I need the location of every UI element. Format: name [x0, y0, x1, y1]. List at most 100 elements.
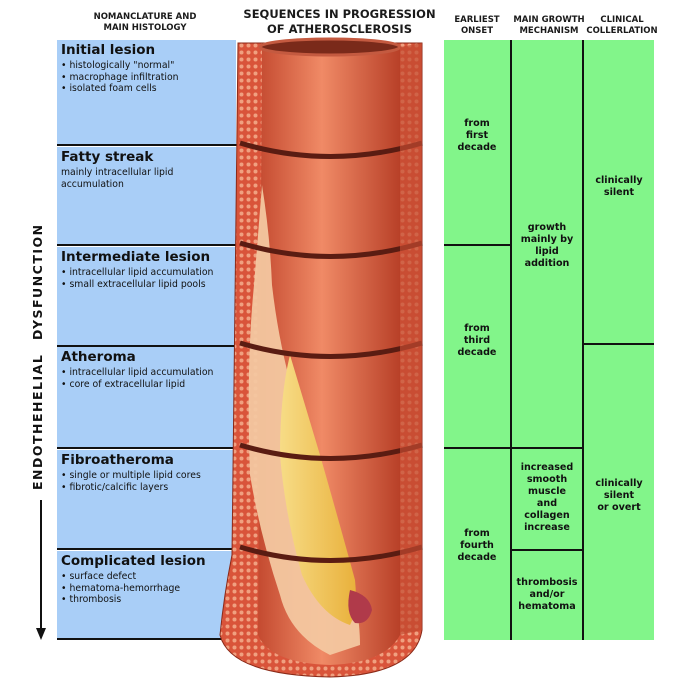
header-onset-line2: ONSET [460, 26, 494, 36]
lesion-divider [57, 548, 237, 550]
lesion-title: Complicated lesion [61, 553, 206, 569]
lesion-item: thrombosis [61, 594, 236, 606]
lesion-text: accumulation [61, 178, 124, 190]
onset-text: from [464, 323, 490, 334]
header-growth-line2: MECHANISM [519, 26, 579, 36]
onset-column: from first decade from third decade from… [444, 40, 510, 640]
header-onset-line1: EARLIEST [454, 15, 500, 25]
header-growth: MAIN GROWTH MECHANISM [509, 15, 589, 37]
artery-right-wall [400, 43, 422, 635]
onset-text: decade [457, 552, 497, 563]
growth-text: thrombosis [516, 577, 578, 588]
header-nomenclature-line1: NOMANCLATURE AND [93, 12, 197, 22]
lesion-item: core of extracellular lipid [61, 379, 236, 391]
column-divider [582, 40, 584, 640]
onset-text: decade [457, 142, 497, 153]
clinical-divider [584, 343, 654, 345]
growth-text: muscle [527, 486, 567, 497]
header-clinical-line2: COLLERLATION [586, 26, 658, 36]
onset-text: third [463, 335, 491, 346]
onset-divider [444, 244, 510, 246]
onset-text: first [465, 130, 489, 141]
column-divider [510, 40, 512, 640]
lesion-item: hematoma-hemorrhage [61, 583, 236, 595]
clinical-text: or overt [597, 502, 641, 513]
artery-illustration [219, 37, 423, 678]
lesion-divider [57, 244, 237, 246]
growth-column: growth mainly by lipid addition increase… [512, 40, 582, 640]
lesion-item: histologically "normal" [61, 60, 236, 72]
onset-text: from [464, 118, 490, 129]
header-sequences: SEQUENCES IN PROGRESSION OF ATHEROSCLERO… [232, 7, 447, 37]
lesion-items: single or multiple lipid cores fibrotic/… [57, 470, 236, 493]
clinical-silent: clinically silent [584, 175, 654, 199]
lesion-initial: Initial lesion histologically "normal" m… [57, 40, 236, 145]
lesion-title: Atheroma [61, 349, 136, 365]
side-label-word1: ENDOTHEHELIAL [30, 353, 45, 490]
lesion-text: mainly intracellular lipid [61, 167, 174, 178]
lesion-divider [57, 144, 237, 146]
header-clinical-line1: CLINICAL [600, 15, 644, 25]
onset-fourth: from fourth decade [444, 528, 510, 564]
lesion-fatty-streak: Fatty streak mainly intracellular lipid … [57, 147, 236, 245]
onset-third: from third decade [444, 323, 510, 359]
lesion-item: macrophage infiltration [61, 72, 236, 84]
growth-text: mainly by [520, 234, 574, 245]
header-nomenclature: NOMANCLATURE AND MAIN HISTOLOGY [70, 12, 220, 34]
header-growth-line1: MAIN GROWTH [513, 15, 585, 25]
growth-text: smooth [526, 474, 568, 485]
growth-text: growth [527, 222, 567, 233]
header-sequences-line2: OF ATHEROSCLEROSIS [267, 22, 412, 36]
growth-thrombosis: thrombosis and/or hematoma [512, 577, 582, 613]
growth-text: and [536, 498, 558, 509]
lesion-complicated: Complicated lesion surface defect hemato… [57, 551, 236, 639]
lesion-title: Fibroatheroma [61, 452, 174, 468]
header-nomenclature-line2: MAIN HISTOLOGY [103, 23, 187, 33]
clinical-text: silent [603, 490, 635, 501]
clinical-text: clinically [595, 175, 643, 186]
lesion-title: Initial lesion [61, 42, 156, 58]
lesion-item: small extracellular lipid pools [61, 279, 236, 291]
clinical-column: clinically silent clinically silent or o… [584, 40, 654, 640]
artery-opening [258, 37, 402, 57]
lesion-item: single or multiple lipid cores [61, 470, 236, 482]
lesion-items: histologically "normal" macrophage infil… [57, 60, 236, 95]
growth-divider [512, 549, 582, 551]
lesion-item: intracellular lipid accumulation [61, 267, 236, 279]
lesion-divider [57, 447, 237, 449]
lesion-title: Intermediate lesion [61, 249, 211, 265]
onset-divider [444, 447, 510, 449]
lesion-divider [57, 345, 237, 347]
growth-lipid: growth mainly by lipid addition [512, 222, 582, 270]
lesion-items: surface defect hematoma-hemorrhage throm… [57, 571, 236, 606]
onset-text: fourth [460, 540, 494, 551]
growth-text: and/or [529, 589, 565, 600]
header-sequences-line1: SEQUENCES IN PROGRESSION [243, 7, 436, 21]
growth-smooth-muscle: increased smooth muscle and collagen inc… [512, 462, 582, 534]
thrombus [348, 590, 372, 624]
growth-text: increased [520, 462, 574, 473]
down-arrow-icon [36, 500, 46, 640]
lesion-intermediate: Intermediate lesion intracellular lipid … [57, 247, 236, 345]
clinical-text: clinically [595, 478, 643, 489]
lesion-fibroatheroma: Fibroatheroma single or multiple lipid c… [57, 450, 236, 549]
lesion-title: Fatty streak [61, 149, 154, 165]
onset-text: decade [457, 347, 497, 358]
growth-text: lipid [535, 246, 559, 257]
lesion-items: intracellular lipid accumulation small e… [57, 267, 236, 290]
lesion-item: intracellular lipid accumulation [61, 367, 236, 379]
clinical-silent-or-overt: clinically silent or overt [584, 478, 654, 514]
onset-first: from first decade [444, 118, 510, 154]
growth-text: hematoma [518, 601, 576, 612]
lesion-divider [57, 638, 237, 640]
lesion-item: isolated foam cells [61, 83, 236, 95]
lesion-item: surface defect [61, 571, 236, 583]
header-onset: EARLIEST ONSET [440, 15, 514, 37]
side-label-word2: DYSFUNCTION [30, 223, 45, 340]
lesion-item: fibrotic/calcific layers [61, 482, 236, 494]
growth-text: collagen [524, 510, 570, 521]
header-clinical: CLINICAL COLLERLATION [582, 15, 662, 37]
clinical-text: silent [603, 187, 635, 198]
growth-text: increase [524, 522, 570, 533]
lesion-items: intracellular lipid accumulation core of… [57, 367, 236, 390]
